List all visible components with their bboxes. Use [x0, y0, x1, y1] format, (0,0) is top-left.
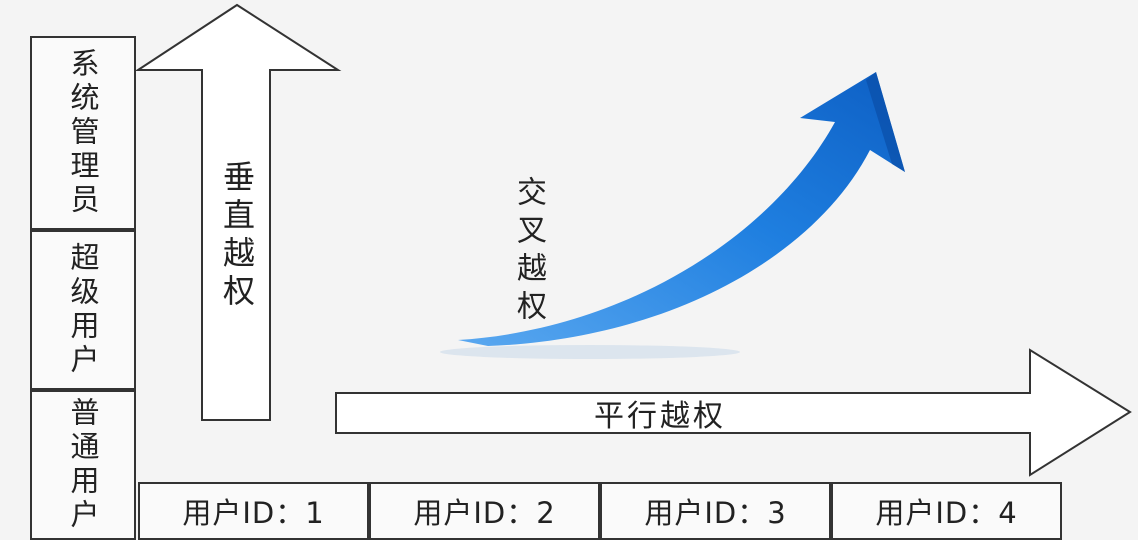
- level-admin-label: 系统管理员: [66, 48, 100, 218]
- cross-escalation-label: 交叉越权: [511, 176, 546, 328]
- cross-arrow-shape: [440, 72, 905, 359]
- user-id-cell: 用户ID：4: [831, 482, 1062, 540]
- level-normal-user-box: 普通用户: [30, 390, 136, 540]
- vertical-arrow-shape: [134, 3, 342, 421]
- level-super-user-box: 超级用户: [30, 230, 136, 390]
- horizontal-escalation-label: 平行越权: [594, 399, 726, 434]
- level-normal-user-label: 普通用户: [66, 397, 100, 533]
- level-super-user-label: 超级用户: [66, 242, 100, 378]
- user-id-cell: 用户ID：2: [369, 482, 600, 540]
- vertical-escalation-label: 垂直越权: [218, 160, 256, 312]
- horizontal-arrow-shape: [335, 348, 1132, 477]
- level-admin-box: 系统管理员: [30, 36, 136, 230]
- user-id-cell: 用户ID：1: [138, 482, 369, 540]
- user-id-cell: 用户ID：3: [600, 482, 831, 540]
